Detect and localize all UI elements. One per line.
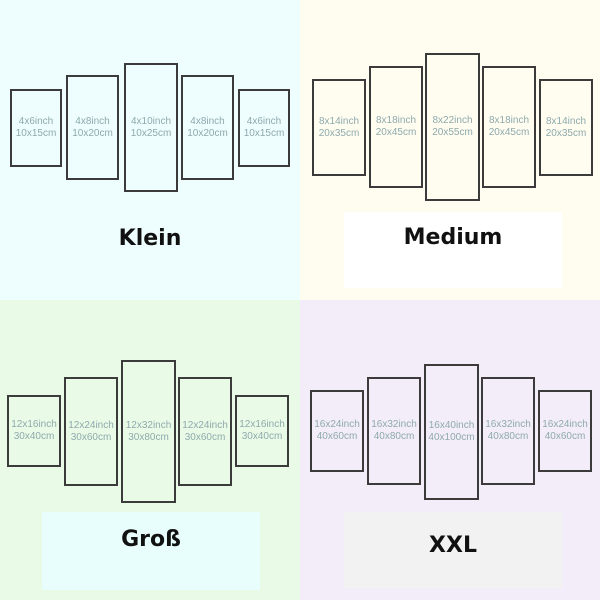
panel-size-cm: 40x80cm <box>487 431 529 442</box>
panel-size-inch: 4x10inch <box>130 115 172 127</box>
panel-size-cm: 10x25cm <box>130 127 172 139</box>
canvas-panel: 8x18inch 20x45cm <box>482 66 536 188</box>
panel-size-cm: 30x60cm <box>184 431 226 443</box>
panel-size-cm: 40x60cm <box>316 431 358 442</box>
panel-size-inch: 16x24inch <box>314 419 360 430</box>
panel-size-inch: 12x32inch <box>125 419 172 431</box>
panel-size-cm: 30x40cm <box>13 431 55 442</box>
panel-size-inch: 8x22inch <box>432 115 473 126</box>
panel-size-inch: 12x24inch <box>182 419 228 431</box>
canvas-panel: 12x24inch 30x60cm <box>64 377 118 486</box>
panel-size-cm: 20x35cm <box>318 127 360 139</box>
canvas-panel: 4x8inch 10x20cm <box>66 75 119 180</box>
size-label-box: Medium <box>344 212 562 288</box>
panel-size-inch: 4x6inch <box>18 116 54 127</box>
panel-size-cm: 30x80cm <box>128 431 169 443</box>
panel-size-cm: 10x20cm <box>72 127 113 139</box>
size-label: Medium <box>403 224 503 250</box>
panel-size-inch: 12x16inch <box>239 419 285 430</box>
canvas-panel: 8x14inch 20x35cm <box>312 79 366 176</box>
size-label: Klein <box>118 225 182 251</box>
panel-size-inch: 16x40inch <box>428 420 475 431</box>
canvas-panel: 4x8inch 10x20cm <box>181 75 234 180</box>
panel-size-cm: 20x55cm <box>432 127 473 138</box>
canvas-panel: 16x32inch 40x80cm <box>367 377 421 485</box>
panel-size-cm: 20x45cm <box>488 127 530 138</box>
canvas-panel: 12x16inch 30x40cm <box>7 395 61 467</box>
panel-size-inch: 8x14inch <box>318 115 360 127</box>
canvas-panel: 12x24inch 30x60cm <box>178 377 232 486</box>
size-variant-klein: 4x6inch 10x15cm 4x8inch 10x20cm 4x10inch… <box>0 0 300 300</box>
panel-size-cm: 40x100cm <box>428 432 475 443</box>
panel-size-inch: 8x18inch <box>488 115 530 126</box>
canvas-panel: 16x24inch 40x60cm <box>310 390 364 472</box>
panel-size-cm: 40x60cm <box>544 431 586 442</box>
size-label-box: Groß <box>42 512 260 590</box>
panel-size-inch: 8x18inch <box>375 115 417 126</box>
panel-size-cm: 10x15cm <box>15 128 57 139</box>
panel-size-inch: 16x24inch <box>542 419 588 430</box>
size-variant-xxl: 16x24inch 40x60cm 16x32inch 40x80cm 16x4… <box>300 300 600 600</box>
canvas-panel: 12x32inch 30x80cm <box>121 360 176 503</box>
size-variant-medium: 8x14inch 20x35cm 8x18inch 20x45cm 8x22in… <box>300 0 600 300</box>
panel-size-inch: 4x6inch <box>246 116 282 127</box>
canvas-panel: 4x10inch 10x25cm <box>124 63 178 192</box>
canvas-panel: 12x16inch 30x40cm <box>235 395 289 467</box>
panel-size-inch: 8x14inch <box>545 115 587 127</box>
canvas-panel: 16x24inch 40x60cm <box>538 390 592 472</box>
panel-size-cm: 10x15cm <box>243 128 285 139</box>
size-variant-gross: 12x16inch 30x40cm 12x24inch 30x60cm 12x3… <box>0 300 300 600</box>
canvas-panel: 4x6inch 10x15cm <box>238 89 290 167</box>
canvas-panel: 16x40inch 40x100cm <box>424 364 479 500</box>
panel-size-inch: 4x8inch <box>190 115 225 127</box>
panel-size-inch: 4x8inch <box>75 115 110 127</box>
panel-size-cm: 20x35cm <box>545 127 587 139</box>
canvas-panel: 8x22inch 20x55cm <box>425 53 480 201</box>
panel-size-cm: 40x80cm <box>373 431 415 442</box>
panel-size-cm: 20x45cm <box>375 127 417 138</box>
canvas-panel: 8x18inch 20x45cm <box>369 66 423 188</box>
canvas-panel: 8x14inch 20x35cm <box>539 79 593 176</box>
panel-size-inch: 12x24inch <box>68 419 114 431</box>
canvas-panel: 16x32inch 40x80cm <box>481 377 535 485</box>
panel-size-cm: 30x60cm <box>70 431 112 443</box>
size-label: XXL <box>429 532 477 558</box>
canvas-panel: 4x6inch 10x15cm <box>10 89 62 167</box>
panel-size-cm: 10x20cm <box>187 127 228 139</box>
panel-size-inch: 12x16inch <box>11 419 57 430</box>
size-label: Groß <box>121 526 181 552</box>
size-label-box: XXL <box>344 512 562 588</box>
size-label-box: Klein <box>30 214 270 262</box>
panel-size-inch: 16x32inch <box>485 419 531 430</box>
panel-size-inch: 16x32inch <box>371 419 417 430</box>
panel-size-cm: 30x40cm <box>241 431 283 442</box>
